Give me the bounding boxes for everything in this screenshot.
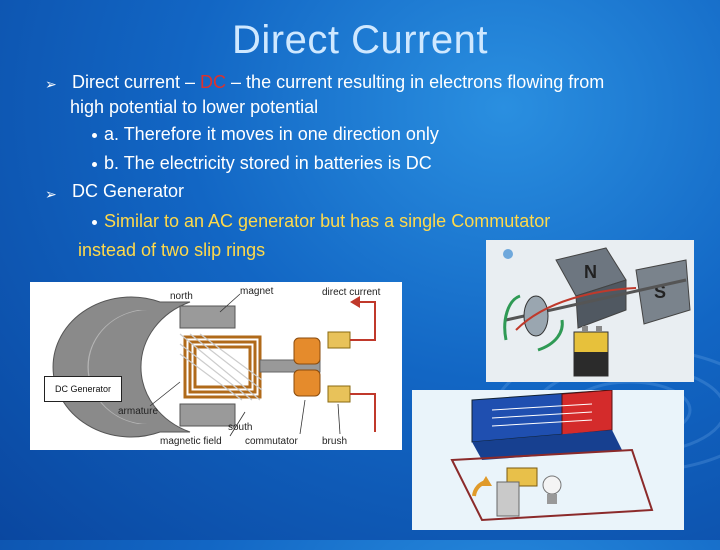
label-armature: armature: [118, 406, 158, 417]
magnet-battery-illustration: N S: [486, 240, 694, 382]
dc-generator-diagram: north magnet direct current armature sou…: [30, 282, 402, 450]
label-brush: brush: [322, 436, 347, 447]
slide-title: Direct Current: [232, 18, 488, 62]
sub-bullet-1a: a. Therefore it moves in one direction o…: [104, 124, 439, 144]
sub-bullet-1b: b. The electricity stored in batteries i…: [104, 153, 432, 173]
generator-illustration: north magnet direct current armature sou…: [52, 286, 381, 447]
label-north: north: [170, 291, 193, 302]
generator-photo-bottom: [412, 390, 684, 530]
bullet-1-line2: high potential to lower potential: [70, 97, 319, 117]
arrow-bullet-icon: ➢: [45, 186, 57, 202]
label-magnet: magnet: [240, 286, 274, 297]
commutator-circuit-illustration: [412, 390, 684, 530]
dot-bullet-icon: [92, 220, 97, 225]
bullet-1: Direct current – DC – the current result…: [72, 72, 604, 93]
sub-bullet-2a: Similar to an AC generator but has a sin…: [104, 211, 551, 231]
label-magnetic-field: magnetic field: [160, 436, 222, 447]
label-south: south: [228, 422, 252, 433]
label-direct-current: direct current: [322, 287, 381, 298]
magnet-north-letter: N: [584, 262, 597, 282]
dot-bullet-icon: [92, 162, 97, 167]
bullet-1-prefix: Direct current –: [72, 72, 201, 92]
generator-photo-top: N S: [486, 240, 694, 382]
bullet-2: DC Generator: [72, 181, 185, 201]
sub-bullet-2a-line2: instead of two slip rings: [78, 240, 266, 260]
bullet-1-suffix: – the current resulting in electrons flo…: [226, 72, 605, 92]
label-commutator: commutator: [245, 436, 298, 447]
bullet-1-highlight: DC: [200, 72, 227, 92]
arrow-bullet-icon: ➢: [45, 76, 57, 92]
dot-bullet-icon: [92, 133, 97, 138]
figure-caption: DC Generator: [44, 376, 122, 402]
